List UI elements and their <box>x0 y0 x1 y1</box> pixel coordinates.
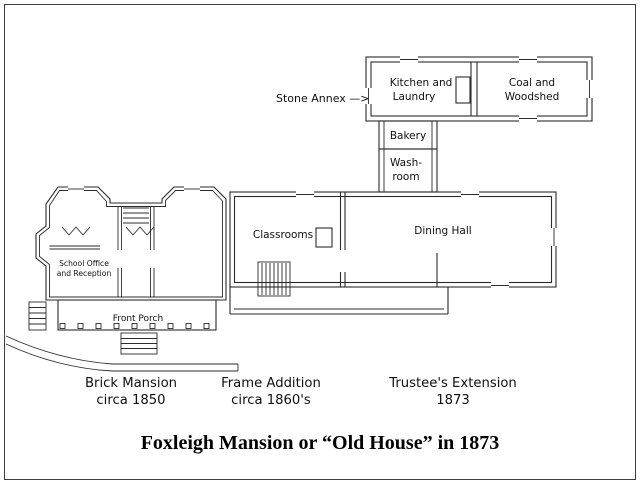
coal-woodshed-label-line1: Coal and <box>509 77 555 89</box>
caption-brick-mansion-line2: circa 1850 <box>96 393 165 408</box>
brick-mansion-structure <box>35 185 227 301</box>
main-building-window-symbols <box>296 190 559 290</box>
kitchen-laundry-label-line1: Kitchen and <box>390 77 453 89</box>
stone-annex-structure <box>364 55 594 124</box>
kitchen-stove-symbol <box>455 76 471 104</box>
image-border <box>4 4 636 480</box>
rear-corridor <box>229 287 449 315</box>
coal-woodshed-label-line2: Woodshed <box>505 91 560 103</box>
porch-columns <box>59 323 210 329</box>
page-title: Foxleigh Mansion or “Old House” in 1873 <box>141 432 500 454</box>
driveway-path <box>5 335 239 372</box>
stone-annex-pointer-label: Stone Annex —> <box>276 92 370 105</box>
bay-window-symbol-hall <box>125 226 155 236</box>
annex-window-symbols <box>364 55 594 124</box>
caption-brick-mansion-line1: Brick Mansion <box>85 376 177 391</box>
hall-staircase <box>123 207 149 224</box>
dining-hall-label: Dining Hall <box>414 225 471 237</box>
caption-trustee-extension-line2: 1873 <box>436 393 470 408</box>
mansion-interior-walls <box>49 206 155 297</box>
classrooms-label: Classrooms <box>253 229 313 241</box>
caption-frame-addition-line2: circa 1860's <box>231 393 311 408</box>
front-steps <box>120 332 158 355</box>
main-building-structure <box>229 190 559 315</box>
front-porch-structure <box>57 299 217 331</box>
caption-frame-addition-line1: Frame Addition <box>221 376 321 391</box>
school-office-label-line2: and Reception <box>57 269 112 278</box>
washroom-label-line2: room <box>392 171 419 183</box>
classroom-staircase <box>257 261 291 297</box>
bakery-label: Bakery <box>390 130 426 142</box>
caption-trustee-extension-line1: Trustee's Extension <box>388 376 517 391</box>
front-porch-label: Front Porch <box>113 314 163 324</box>
school-office-label-line1: School Office <box>59 259 109 268</box>
mansion-window-symbols <box>68 185 200 193</box>
kitchen-laundry-label-line2: Laundry <box>393 91 436 103</box>
bay-window-symbol-left <box>61 226 91 236</box>
divider-door-gap <box>337 250 348 272</box>
washroom-label-line1: Wash- <box>390 157 422 169</box>
classroom-chimney-symbol <box>315 227 333 248</box>
side-steps <box>28 301 47 331</box>
